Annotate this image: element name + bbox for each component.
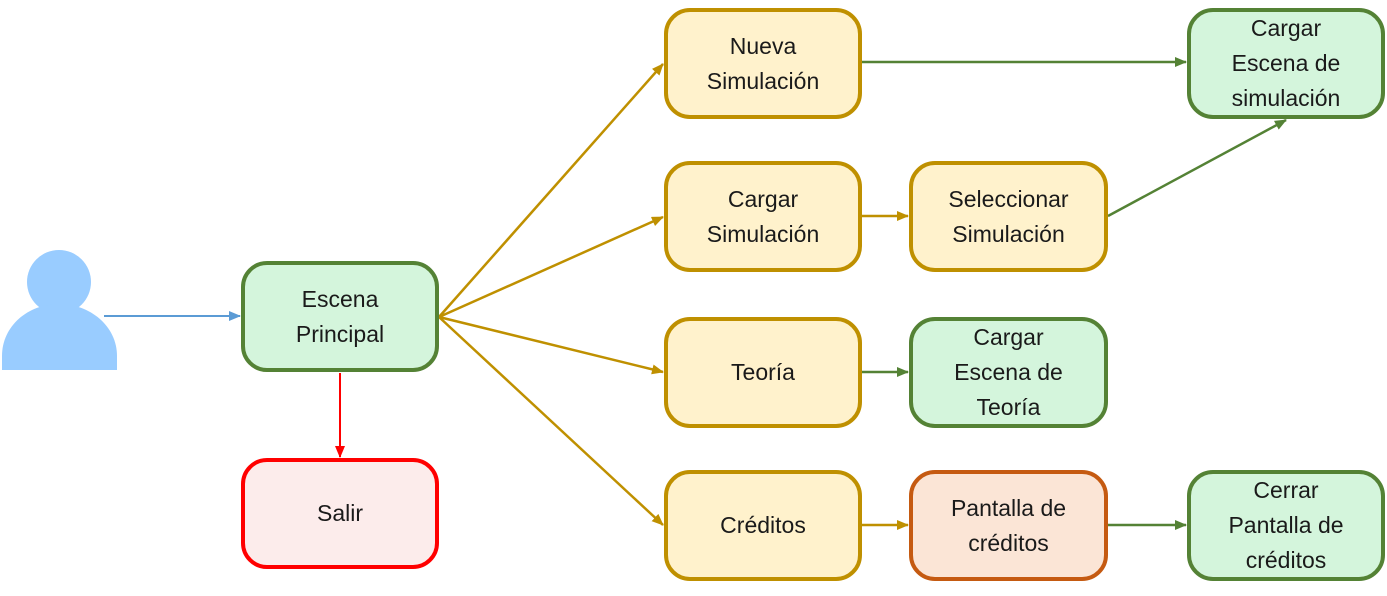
node-cerrar-pantalla-creditos: Cerrar Pantalla de créditos bbox=[1187, 470, 1385, 581]
edge-selec-to-cescena bbox=[1107, 118, 1287, 218]
node-cargar-escena-teoria: Cargar Escena de Teoría bbox=[909, 317, 1108, 428]
user-icon bbox=[2, 250, 117, 370]
node-salir: Salir bbox=[241, 458, 439, 569]
node-creditos: Créditos bbox=[664, 470, 862, 581]
edge-escena-to-creditos bbox=[438, 316, 664, 526]
node-cargar-simulacion: Cargar Simulación bbox=[664, 161, 862, 272]
node-cargar-escena-simulacion: Cargar Escena de simulación bbox=[1187, 8, 1385, 119]
node-teoria: Teoría bbox=[664, 317, 862, 428]
edge-escena-to-cargar bbox=[438, 215, 664, 319]
edge-escena-to-nueva bbox=[438, 63, 664, 318]
node-escena-principal: Escena Principal bbox=[241, 261, 439, 372]
node-nueva-simulacion: Nueva Simulación bbox=[664, 8, 862, 119]
edge-escena-to-teoria bbox=[438, 315, 664, 375]
node-pantalla-creditos: Pantalla de créditos bbox=[909, 470, 1108, 581]
node-seleccionar-simulacion: Seleccionar Simulación bbox=[909, 161, 1108, 272]
